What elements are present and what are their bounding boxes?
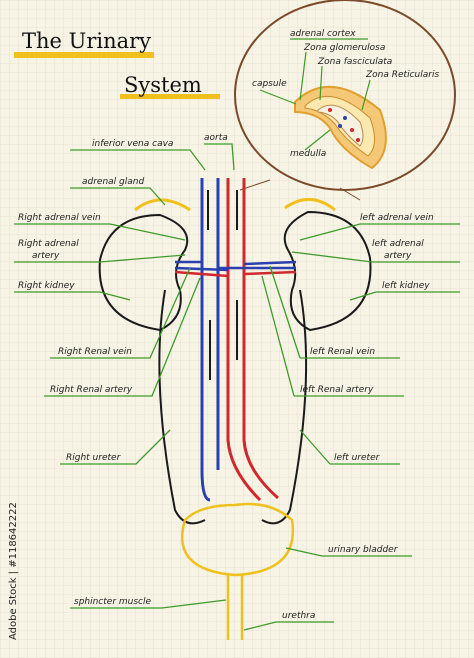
label-left-adrenal-artery-1: left adrenal [372, 239, 424, 249]
label-right-adrenal-artery-2: artery [32, 251, 60, 261]
label-right-renal-artery: Right Renal artery [50, 385, 133, 395]
leader-right-renal-artery [44, 277, 201, 397]
stock-id-text: Adobe Stock | #118642222 [8, 502, 19, 640]
title-underline-yellow [14, 52, 154, 58]
label-right-ureter: Right ureter [66, 453, 122, 463]
cell-dot [350, 128, 354, 132]
leader-right-adrenal-vein [14, 223, 186, 241]
inset-leaders [259, 51, 371, 151]
leader-aorta [204, 143, 235, 171]
flow-arrows [207, 190, 238, 380]
right-kidney-shape [98, 213, 189, 332]
inferior-vena-cava [200, 178, 211, 502]
label-left-kidney: left kidney [382, 281, 430, 291]
inset-circle [234, 0, 456, 191]
label-right-renal-vein: Right Renal vein [58, 347, 132, 357]
title-line-1: The Urinary [22, 29, 151, 53]
title-block: The Urinary System [14, 29, 220, 99]
left-ureter [261, 289, 308, 525]
aorta-wall [242, 178, 279, 500]
leader-ivc [70, 149, 206, 171]
leader-left-renal-artery [261, 275, 404, 397]
label-right-kidney: Right kidney [18, 281, 75, 291]
left-renal-vein-vessel [218, 260, 297, 270]
leader-right-renal-vein [50, 267, 191, 359]
leader-urethra [243, 621, 334, 631]
label-left-adrenal-vein: left adrenal vein [360, 213, 434, 223]
urinary-bladder-shape [180, 502, 295, 577]
right-renal-artery-vessel [174, 270, 229, 278]
label-zona-glomerulosa: Zona glomerulosa [303, 43, 385, 53]
leader-right-ureter [60, 429, 171, 465]
label-adrenal-cortex: adrenal cortex [290, 29, 356, 39]
vessels [174, 178, 297, 502]
cell-dot [328, 108, 332, 112]
leader-sphincter-muscle [70, 599, 227, 609]
leader-left-ureter [299, 429, 400, 465]
label-inferior-vena-cava: inferior vena cava [92, 139, 173, 149]
leader-urinary-bladder [285, 547, 412, 557]
label-left-renal-artery: left Renal artery [300, 385, 374, 395]
leader-left-adrenal-artery [291, 251, 460, 263]
leader-left-kidney [349, 291, 460, 301]
label-urethra: urethra [282, 611, 315, 621]
label-sphincter-muscle: sphincter muscle [74, 597, 151, 607]
label-left-renal-vein: left Renal vein [310, 347, 375, 357]
label-left-adrenal-artery-2: artery [384, 251, 412, 261]
cell-dot [338, 124, 342, 128]
leader-lines [14, 143, 460, 631]
label-medulla: medulla [290, 149, 326, 159]
leader-left-adrenal-vein [299, 223, 460, 241]
label-aorta: aorta [204, 133, 228, 143]
label-adrenal-gland: adrenal gland [82, 177, 144, 187]
leader-left-renal-vein [269, 265, 400, 359]
label-left-ureter: left ureter [334, 453, 381, 463]
leader-right-adrenal-artery [14, 254, 186, 263]
label-urinary-bladder: urinary bladder [328, 545, 399, 555]
cell-dot [356, 138, 360, 142]
labels: inferior vena cava aorta adrenal gland R… [18, 133, 434, 621]
leader-right-kidney [14, 291, 131, 301]
left-adrenal-gland-shape [284, 198, 336, 212]
label-zona-reticularis: Zona Reticularis [365, 70, 439, 80]
cell-dot [343, 116, 347, 120]
bladder [180, 502, 295, 640]
title-underline-yellow-2 [120, 94, 220, 99]
left-renal-artery-vessel [243, 270, 297, 276]
right-renal-vein-vessel [174, 260, 229, 272]
label-right-adrenal-artery-1: Right adrenal [18, 239, 79, 249]
label-right-adrenal-vein: Right adrenal vein [18, 213, 101, 223]
aorta [226, 178, 262, 502]
adrenal-inset: adrenal cortex Zona glomerulosa Zona fas… [234, 0, 456, 201]
leader-adrenal-gland [70, 187, 166, 206]
label-zona-fasciculata: Zona fasciculata [317, 57, 392, 67]
label-capsule: capsule [252, 79, 287, 89]
urethra-shape [226, 575, 244, 640]
left-kidney-shape [283, 210, 372, 332]
title-line-2: System [124, 73, 202, 97]
